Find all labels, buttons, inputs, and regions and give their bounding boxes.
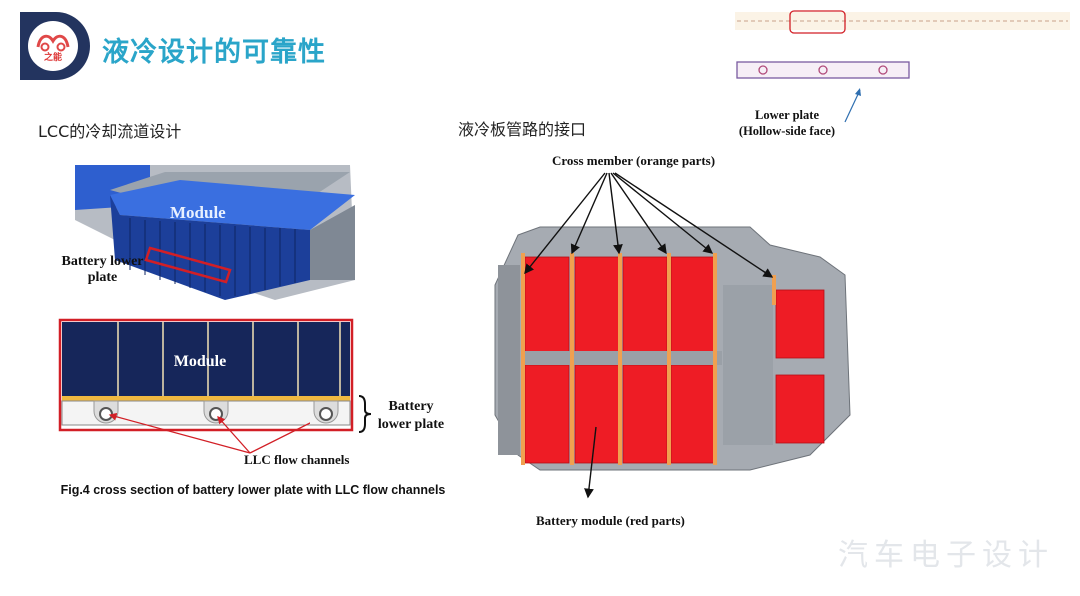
cross-member <box>570 253 574 465</box>
battery-module <box>574 364 620 464</box>
battery-module <box>574 256 620 353</box>
flow-arrows <box>108 412 310 454</box>
cross-member <box>667 253 671 465</box>
module-top-face <box>110 180 355 230</box>
plate-strip-bottom <box>736 61 910 79</box>
tray-side <box>310 205 355 280</box>
battery-module <box>622 364 668 464</box>
cross-member <box>772 275 776 305</box>
battery-module-label: Battery module (red parts) <box>536 513 685 528</box>
battery-lower-plate-label-section: Battery lower plate <box>377 399 445 432</box>
battery-module <box>670 364 716 464</box>
pointer-arrow <box>844 88 861 123</box>
lower-plate-label-line2: (Hollow-side face) <box>738 124 836 138</box>
frame-left-rail <box>498 265 520 455</box>
cross-member <box>713 253 717 465</box>
center-structure <box>723 285 773 445</box>
plate-top-layer <box>62 396 350 401</box>
cross-member <box>618 253 622 465</box>
lower-plate-label-line1: Lower plate <box>755 108 819 122</box>
battery-module <box>670 256 716 353</box>
bracket <box>358 395 372 433</box>
lower-plate-label: Lower plate (Hollow-side face) <box>728 107 846 139</box>
left-subtitle: LCC的冷却流道设计 <box>38 122 182 141</box>
battery-module <box>775 374 825 444</box>
page-title: 液冷设计的可靠性 <box>102 37 326 68</box>
plate-strip-top <box>735 12 1070 30</box>
battery-module <box>622 256 668 353</box>
highlight-box <box>144 246 232 284</box>
flow-channel <box>319 407 333 421</box>
logo-text: 之能 <box>43 53 62 63</box>
right-subtitle: 液冷板管路的接口 <box>458 120 587 139</box>
battery-lower-plate-label-top: Battery lower plate <box>61 254 144 285</box>
battery-pack-diagram <box>494 172 851 499</box>
logo: 之能 <box>20 12 90 80</box>
logo-emblem: 之能 <box>28 21 78 71</box>
cross-member-label: Cross member (orange parts) <box>552 153 716 168</box>
watermark: 汽车电子设计 <box>838 538 1054 573</box>
llc-flow-label: LLC flow channels <box>244 452 350 467</box>
figure-caption: Fig.4 cross section of battery lower pla… <box>60 483 446 497</box>
battery-module <box>524 256 570 353</box>
module-section <box>62 322 350 396</box>
battery-module <box>775 289 825 359</box>
cross-section-figure: Module <box>58 318 354 432</box>
highlight-box <box>789 10 846 34</box>
lower-plate-thumbnail <box>735 10 1070 79</box>
module-render-figure: Module <box>75 165 355 300</box>
battery-module <box>524 364 570 464</box>
cross-member <box>521 253 525 465</box>
module-label: Module <box>170 203 226 222</box>
logo-car-icon <box>36 34 70 52</box>
section-module-label: Module <box>174 353 226 370</box>
